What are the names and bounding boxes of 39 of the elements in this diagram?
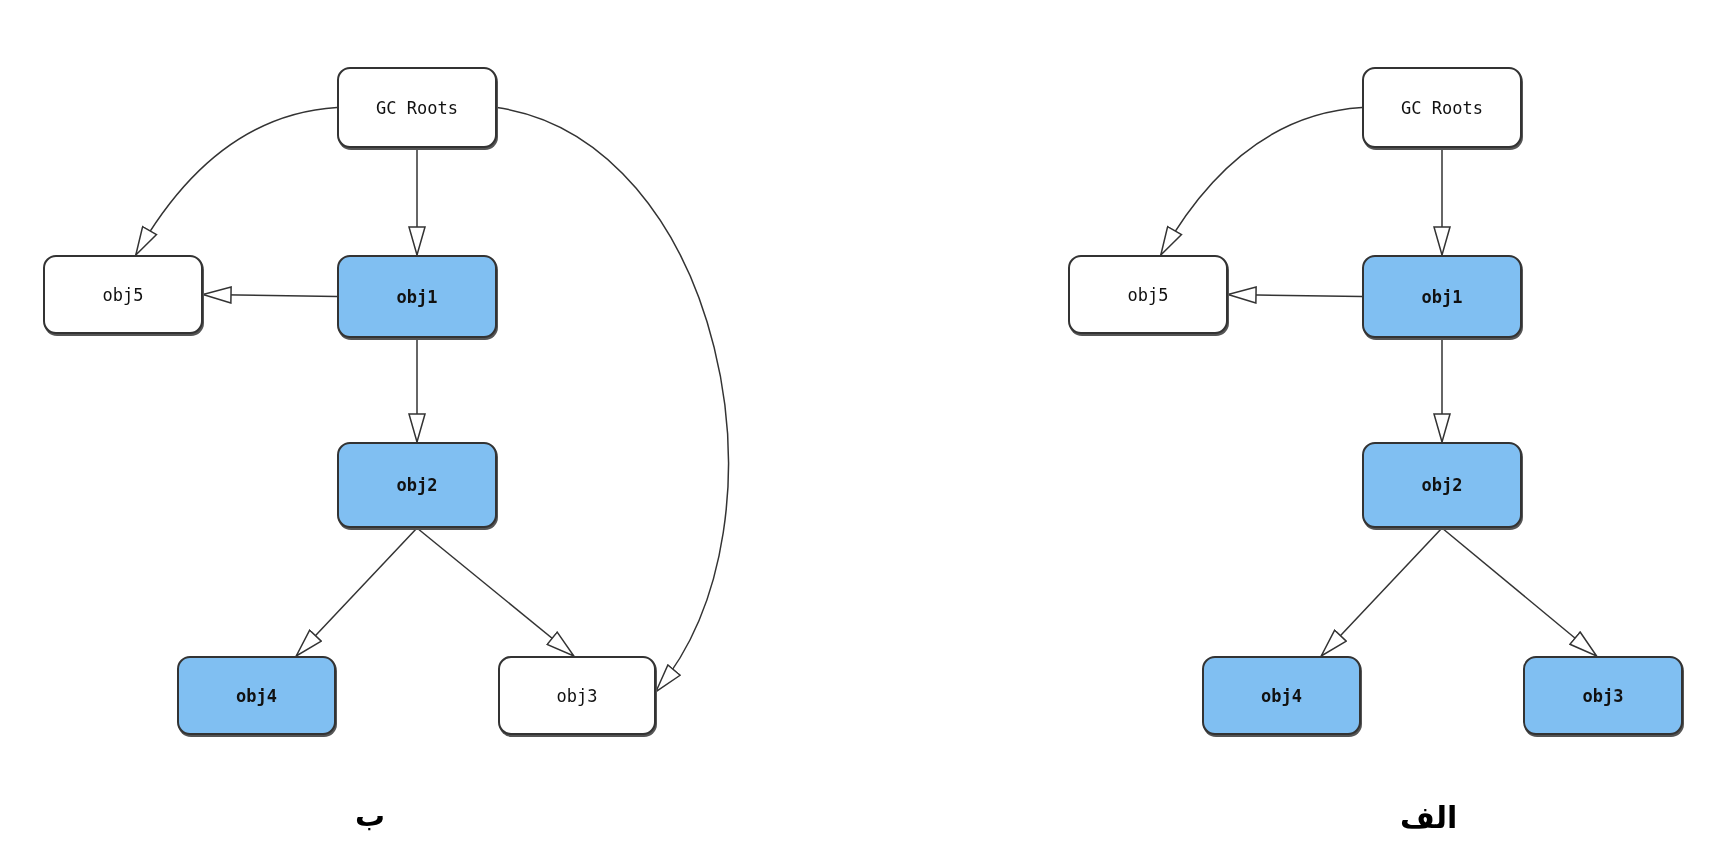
panel-label: الف — [1400, 800, 1458, 835]
node-label: obj5 — [102, 284, 144, 305]
arrow — [408, 147, 426, 256]
arrow — [408, 337, 426, 443]
arrow — [416, 527, 575, 657]
object-box — [1068, 255, 1228, 334]
node-label: obj4 — [1261, 685, 1302, 706]
object-box — [337, 67, 497, 148]
arrow — [1441, 527, 1598, 657]
node-label: GC Roots — [376, 97, 458, 118]
arrow — [202, 286, 338, 304]
arrow — [1433, 337, 1451, 443]
arrow — [496, 106, 730, 693]
node-label: obj1 — [396, 286, 438, 307]
arrow — [135, 106, 338, 256]
node-label: obj4 — [236, 685, 277, 706]
arrow — [295, 527, 418, 657]
node-label: obj5 — [1127, 284, 1169, 305]
object-box — [177, 656, 336, 735]
panel-label: ب — [355, 798, 386, 833]
object-box — [498, 656, 656, 735]
node-label: GC Roots — [1401, 97, 1483, 118]
node-label: obj2 — [1421, 475, 1463, 495]
object-box — [1362, 255, 1522, 338]
object-box — [43, 255, 203, 334]
arrow — [1227, 286, 1363, 304]
arrow — [1433, 147, 1451, 256]
object-box — [1523, 656, 1683, 735]
object-box — [1362, 442, 1522, 528]
node-label: obj3 — [1582, 685, 1624, 706]
arrow — [1320, 527, 1443, 657]
node-label: obj3 — [556, 685, 598, 706]
object-box — [1362, 67, 1522, 148]
object-box — [1202, 656, 1361, 735]
object-box — [337, 442, 497, 528]
node-label: obj2 — [396, 475, 438, 495]
object-box — [337, 255, 497, 338]
node-label: obj1 — [1421, 286, 1463, 307]
arrow — [1160, 106, 1363, 256]
